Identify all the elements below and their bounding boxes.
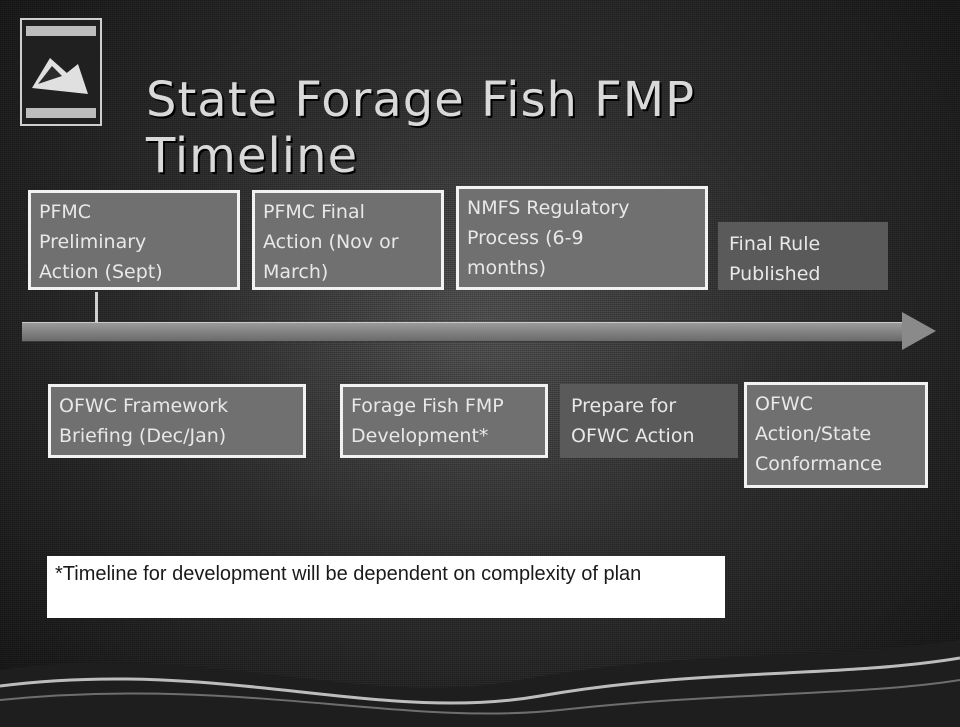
timeline-step-ofwc-briefing: OFWC Framework Briefing (Dec/Jan) bbox=[48, 384, 306, 458]
timeline-step-final-rule: Final Rule Published bbox=[718, 222, 888, 290]
slide-title: State Forage Fish FMP Timeline bbox=[146, 72, 696, 184]
timeline-step-pfmc-final: PFMC Final Action (Nov or March) bbox=[252, 190, 444, 290]
timeline-step-ofwc-action: OFWC Action/State Conformance bbox=[744, 382, 928, 488]
timeline-step-pfmc-preliminary: PFMC Preliminary Action (Sept) bbox=[28, 190, 240, 290]
timeline-step-fmp-development: Forage Fish FMP Development* bbox=[340, 384, 548, 458]
timeline-start-marker bbox=[95, 292, 98, 342]
decorative-wave bbox=[0, 640, 960, 727]
timeline-arrow-head bbox=[902, 312, 936, 350]
footnote: *Timeline for development will be depend… bbox=[47, 556, 725, 618]
timeline-step-nmfs-process: NMFS Regulatory Process (6-9 months) bbox=[456, 186, 708, 290]
fish-icon bbox=[32, 58, 88, 94]
agency-logo bbox=[20, 18, 102, 126]
logo-band-bottom bbox=[26, 108, 96, 118]
timeline-arrow-shaft bbox=[22, 322, 902, 342]
logo-band-top bbox=[26, 26, 96, 36]
timeline-step-prepare-ofwc: Prepare for OFWC Action bbox=[560, 384, 738, 458]
